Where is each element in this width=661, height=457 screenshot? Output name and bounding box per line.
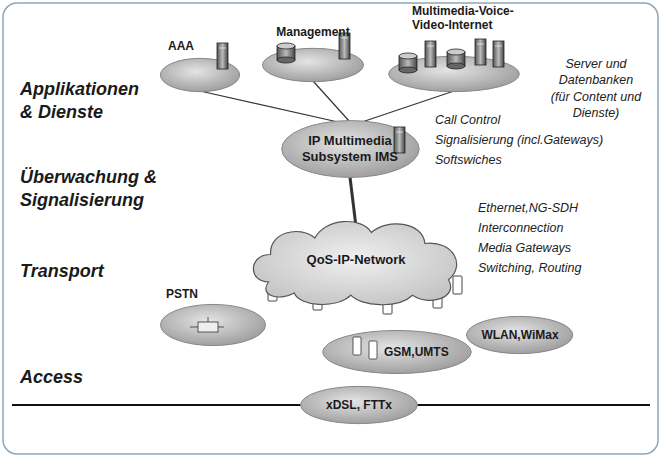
server-slot [219,48,226,49]
icon-tower [492,40,516,70]
layer-note: Softswiches [435,152,502,168]
database-top [277,43,295,49]
server-tower [475,39,486,65]
server-slot [396,132,403,133]
node-label: QoS-IP-Network [307,252,406,268]
connector-line [313,81,350,122]
layer-note: Interconnection [478,220,563,236]
cloud-outline [253,221,456,304]
server-tower [217,43,228,69]
ellipse-outline [281,121,418,178]
icon-cyl [446,48,470,78]
server-slot [495,46,502,47]
wlan-ellipse: WLAN,WiMax [466,316,573,354]
ellipse-outline [467,316,573,353]
node-label: GSM,UMTS [384,345,449,359]
node-label: Multimedia-Voice- Video-Internet [412,4,522,33]
database-top [447,49,465,55]
page-frame [3,3,658,454]
layer-title: Transport [20,260,104,283]
ellipse-outline [301,386,418,423]
network-cloud: QoS-IP-Network [248,216,464,304]
icon-switch [196,316,220,346]
icon-tower [216,42,240,72]
database-bottom [399,67,417,73]
layer-note: Media Gateways [478,240,571,256]
node-label: PSTN [166,287,198,301]
mobile-phone [369,341,377,359]
node-label: xDSL, FTTx [326,398,392,412]
layer-note: Signalisierung (incl.Gateways) [435,132,603,148]
switch-wires [190,317,224,327]
switch-box [198,322,218,332]
xdsl-ellipse: xDSL, FTTx [300,386,418,424]
server-tower [425,41,436,67]
layer-note: Server und Datenbanken (für Content und … [548,56,644,121]
node-label: AAA [168,39,194,53]
pstn-ellipse: PSTN [160,304,266,346]
database-top [399,53,417,59]
layer-note: Call Control [435,112,500,128]
node-label: Management [262,25,364,39]
management-ellipse: Management [262,48,364,82]
icon-cyl [276,42,300,72]
icon-tower [424,40,448,70]
server-slot [477,44,484,45]
server-slot [427,46,434,47]
connector-line [350,177,356,227]
multimedia-ellipse: Multimedia-Voice- Video-Internet [388,56,520,92]
aaa-ellipse: AAA [160,58,240,92]
ellipse-outline [323,330,472,373]
node-label: WLAN,WiMax [481,328,558,342]
layer-title: Access [20,366,83,389]
ellipse-outline [161,304,266,345]
database-bottom [277,57,295,63]
server-tower [493,41,504,67]
layer-note: Ethernet,NG-SDH [478,200,578,216]
gsm-ellipse: GSM,UMTS [322,330,472,374]
layer-note: Switching, Routing [478,260,582,276]
layer-title: Applikationen & Dienste [20,78,148,123]
node-label: IP Multimedia Subsystem IMS [300,133,400,164]
ims-ellipse: IP Multimedia Subsystem IMS [281,120,420,178]
icon-cyl [398,52,422,82]
layer-title: Überwachung & Signalisierung [20,166,175,211]
mobile-phone [353,337,361,355]
connector-line [200,91,338,122]
database-bottom [447,63,465,69]
